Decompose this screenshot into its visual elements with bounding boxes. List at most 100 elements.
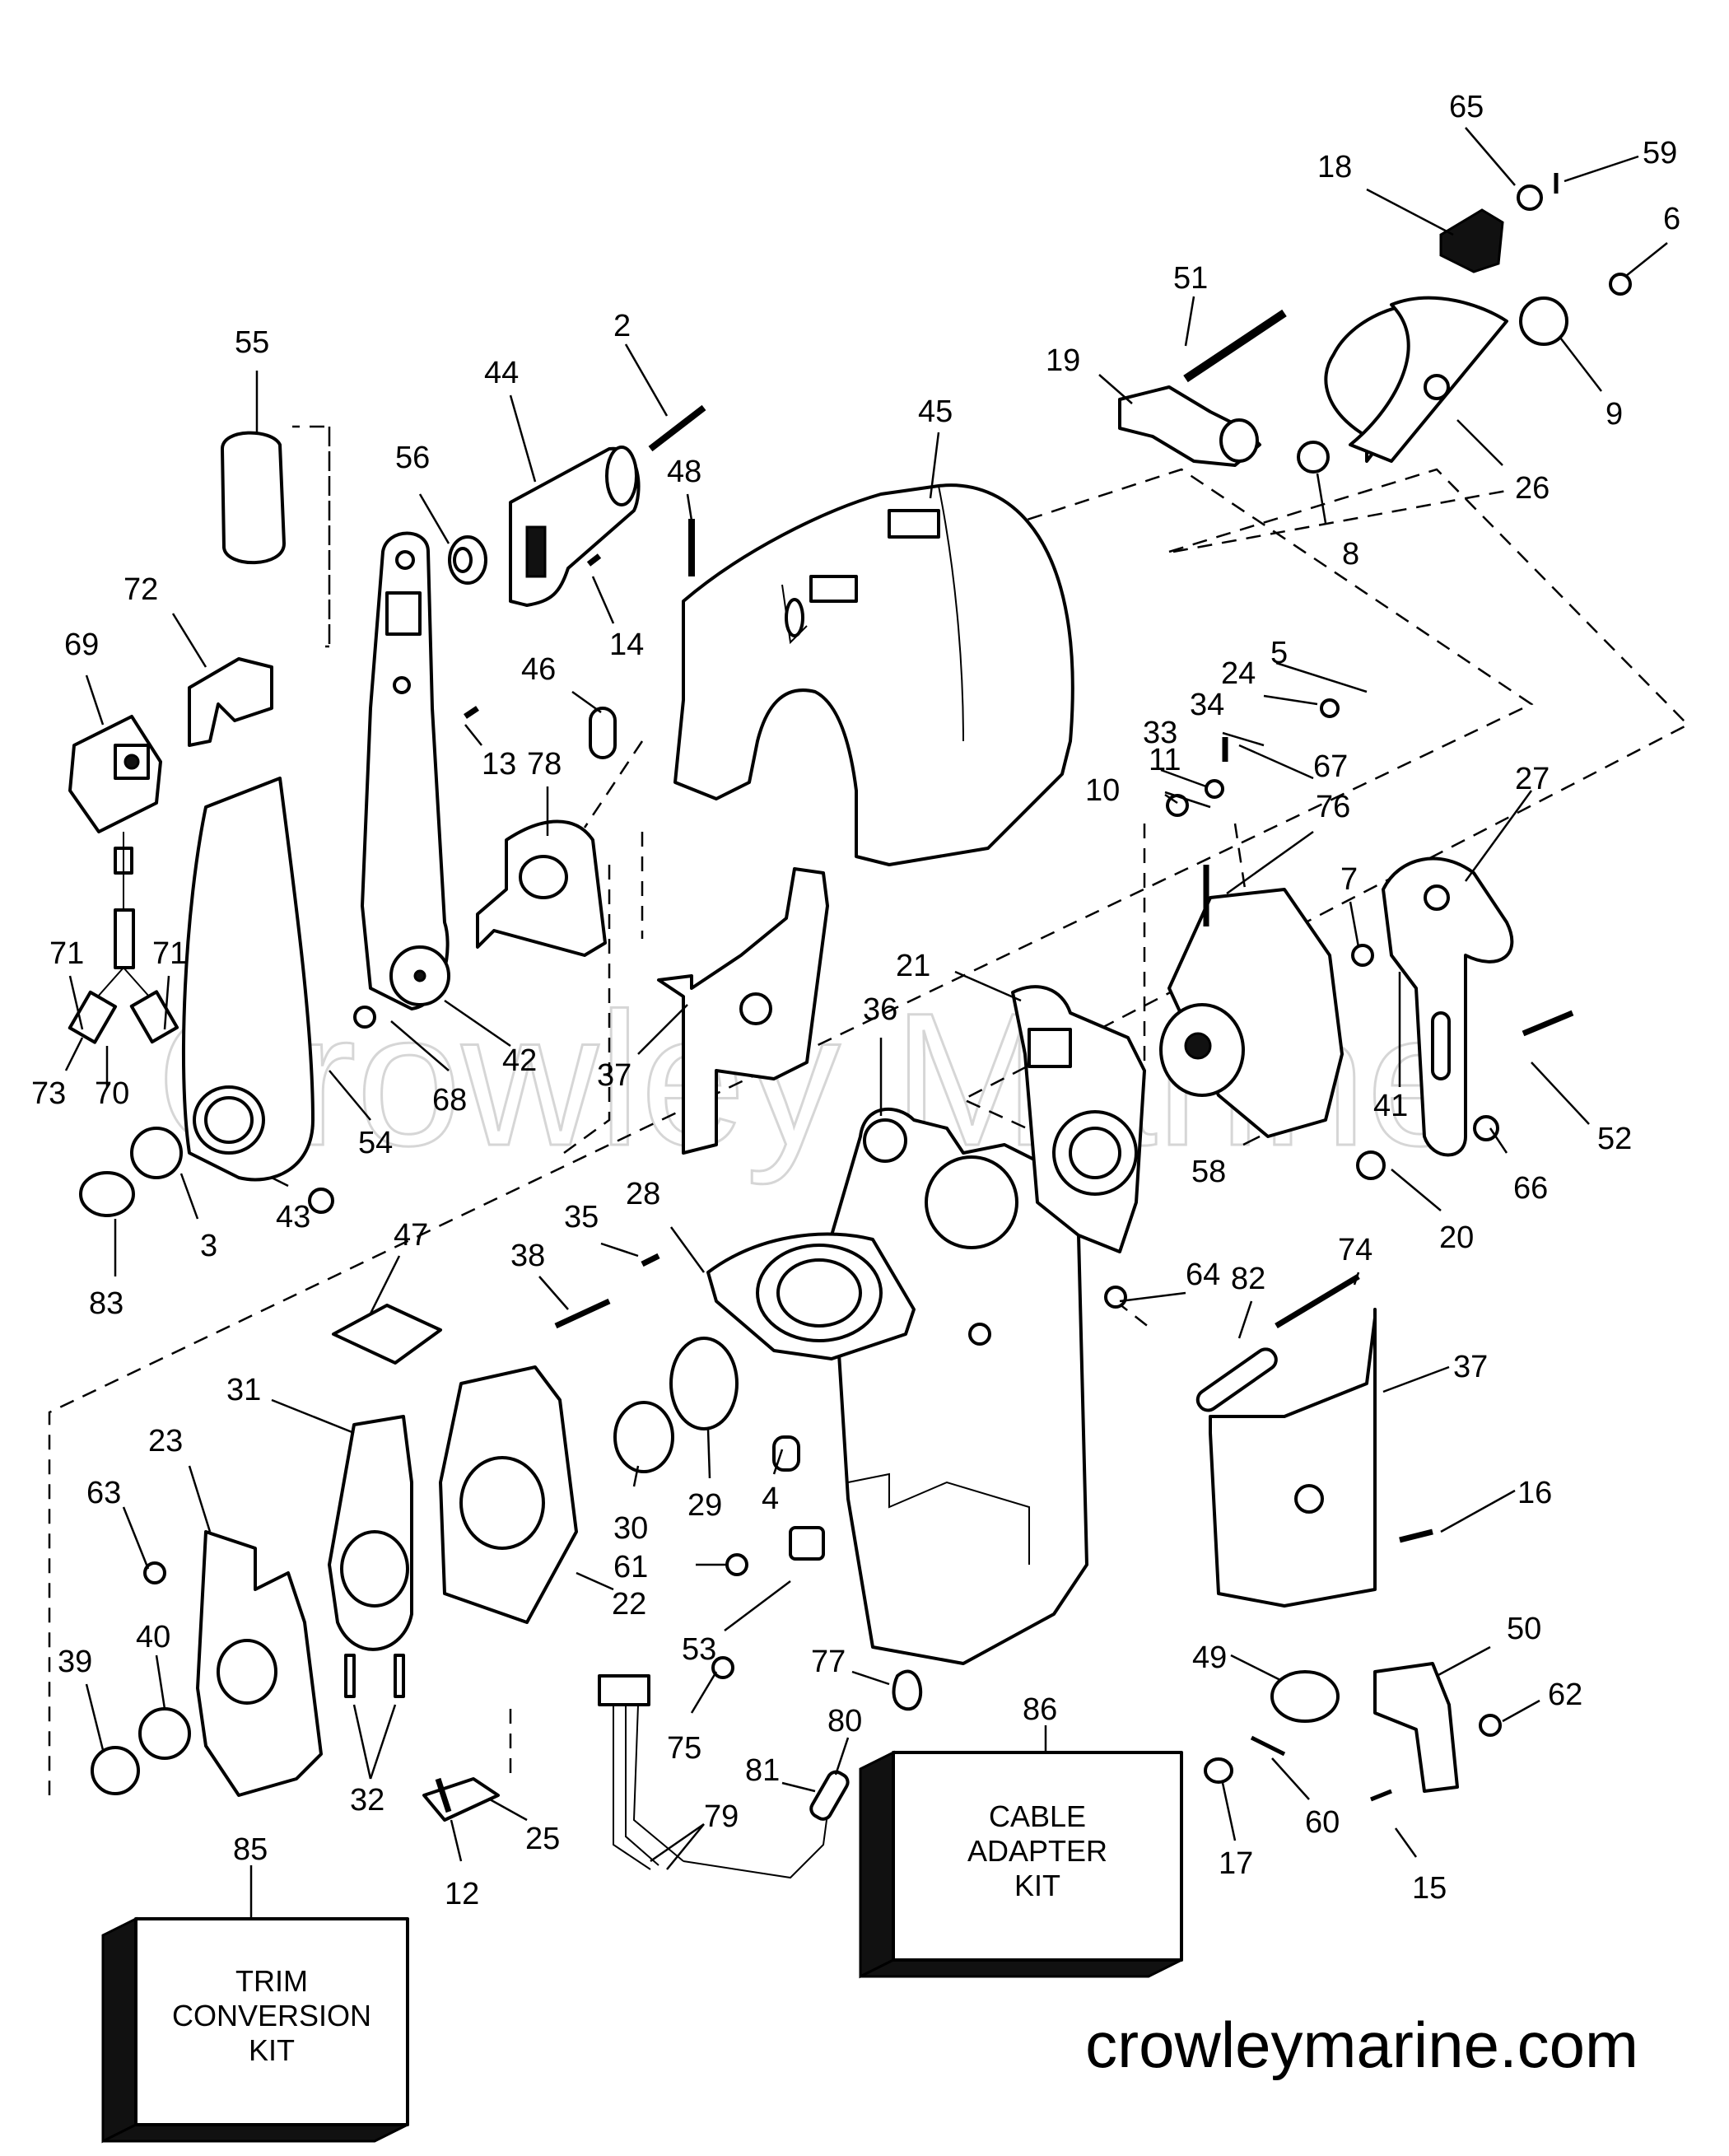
- callout-number: 66: [1513, 1171, 1548, 1206]
- cable-clip: [1270, 1670, 1340, 1723]
- callout-number: 62: [1548, 1678, 1582, 1712]
- callout-number: 22: [612, 1587, 646, 1622]
- pivot-pin: [1195, 1347, 1278, 1412]
- callout-number: 81: [745, 1753, 780, 1788]
- callout-number: 45: [918, 394, 953, 429]
- long-bolt: [1183, 309, 1287, 383]
- callout-number: 46: [521, 652, 556, 687]
- gasket: [328, 1415, 413, 1651]
- callout-number: 79: [704, 1799, 739, 1834]
- large-washer: [1519, 296, 1568, 346]
- callout-number: 27: [1515, 762, 1550, 796]
- callout-number: 82: [1231, 1262, 1265, 1296]
- nut: [1517, 184, 1543, 211]
- base-plate: [830, 1108, 1088, 1665]
- callout-number: 38: [510, 1239, 545, 1273]
- quadrant-arm: [1324, 296, 1508, 463]
- trim-switch: [68, 715, 179, 1044]
- callout-number: 13: [482, 747, 516, 782]
- callout-number: 78: [527, 747, 562, 782]
- callout-number: 32: [350, 1783, 384, 1818]
- callout-number: 6: [1663, 202, 1680, 236]
- callout-number: 74: [1338, 1233, 1372, 1267]
- callout-number: 64: [1186, 1258, 1220, 1292]
- callout-number: 34: [1190, 688, 1224, 722]
- callout-number: 31: [226, 1373, 261, 1407]
- small-washer: [1297, 441, 1330, 474]
- leader-lines: [64, 127, 1668, 1919]
- site-watermark: crowleymarine.com: [1085, 2009, 1638, 2081]
- callout-number: 69: [64, 628, 99, 662]
- callout-number: 58: [1191, 1155, 1226, 1189]
- retainer-ring: [613, 1401, 674, 1473]
- slot-plug: [589, 707, 617, 759]
- shift-housing: [1011, 985, 1146, 1253]
- callout-number: 67: [1313, 749, 1348, 784]
- callout-number: 54: [358, 1126, 393, 1160]
- mounting-bracket-upper: [657, 867, 829, 1155]
- callout-number: 75: [667, 1731, 701, 1766]
- callout-number: 63: [86, 1476, 121, 1510]
- callout-number: 53: [682, 1632, 716, 1667]
- kit-line: TRIM: [235, 1964, 308, 1998]
- switch-clip: [188, 657, 273, 747]
- callout-number: 3: [200, 1229, 217, 1263]
- cable-bracket: [1373, 1662, 1459, 1793]
- wire-tie: [892, 1669, 923, 1711]
- bearing-housing: [706, 1232, 916, 1360]
- cable-anchor: [1118, 385, 1261, 467]
- kit-line: KIT: [249, 2033, 295, 2067]
- callout-number: 71: [152, 936, 187, 971]
- bolt: [648, 404, 706, 452]
- kit-line: KIT: [1014, 1869, 1060, 1902]
- kit-line: CONVERSION: [172, 1999, 371, 2032]
- control-arm: [1382, 856, 1514, 1157]
- callout-number: 37: [1453, 1350, 1488, 1384]
- callout-number: 11: [1149, 743, 1181, 777]
- callout-number: 80: [827, 1704, 862, 1738]
- control-housing: [439, 1365, 578, 1624]
- cam-block: [1439, 208, 1504, 273]
- back-plate: [196, 1530, 323, 1797]
- kit-line: ADAPTER: [967, 1834, 1107, 1868]
- callout-number: 12: [445, 1877, 479, 1911]
- wiring-harness: [598, 1674, 850, 1879]
- callout-number: 77: [811, 1645, 846, 1679]
- callout-number: 55: [235, 325, 269, 360]
- seal-ring: [130, 1127, 183, 1179]
- callout-number: 36: [863, 992, 897, 1027]
- housing-cover: [673, 483, 1074, 866]
- callout-labels: 65 59 18 6 51 19 9 26 8 55 44 2 45 56 48…: [31, 90, 1680, 1911]
- callout-number: 10: [1085, 773, 1120, 808]
- callout-number: 39: [58, 1645, 92, 1679]
- callout-number: 59: [1643, 136, 1677, 170]
- callout-number: 33: [1143, 716, 1177, 750]
- omc-emblem: [79, 1171, 135, 1217]
- callout-number: 85: [233, 1832, 268, 1867]
- callout-number: 8: [1342, 537, 1359, 572]
- callout-number: 28: [626, 1177, 660, 1211]
- callout-number: 65: [1449, 90, 1484, 124]
- callout-number: 26: [1515, 471, 1550, 506]
- detent-plate: [476, 819, 607, 957]
- button: [1204, 1757, 1233, 1784]
- callout-number: 29: [687, 1488, 722, 1523]
- callout-number: 2: [613, 309, 631, 343]
- callout-number: 43: [276, 1200, 310, 1234]
- callout-number: 7: [1340, 862, 1358, 897]
- callout-number: 44: [484, 356, 519, 390]
- lever-arm: [361, 531, 450, 1010]
- shift-disc: [1159, 888, 1344, 1138]
- callout-number: 48: [667, 455, 701, 489]
- callout-number: 47: [394, 1218, 428, 1253]
- callout-number: 72: [124, 572, 158, 607]
- callout-number: 71: [49, 936, 84, 971]
- handle-shell: [181, 777, 315, 1182]
- callout-number: 37: [597, 1058, 631, 1093]
- pin: [772, 1435, 800, 1472]
- callout-number: 41: [1373, 1089, 1408, 1123]
- callout-number: 5: [1270, 636, 1288, 670]
- callout-number: 24: [1221, 656, 1256, 691]
- callout-number: 61: [613, 1550, 648, 1584]
